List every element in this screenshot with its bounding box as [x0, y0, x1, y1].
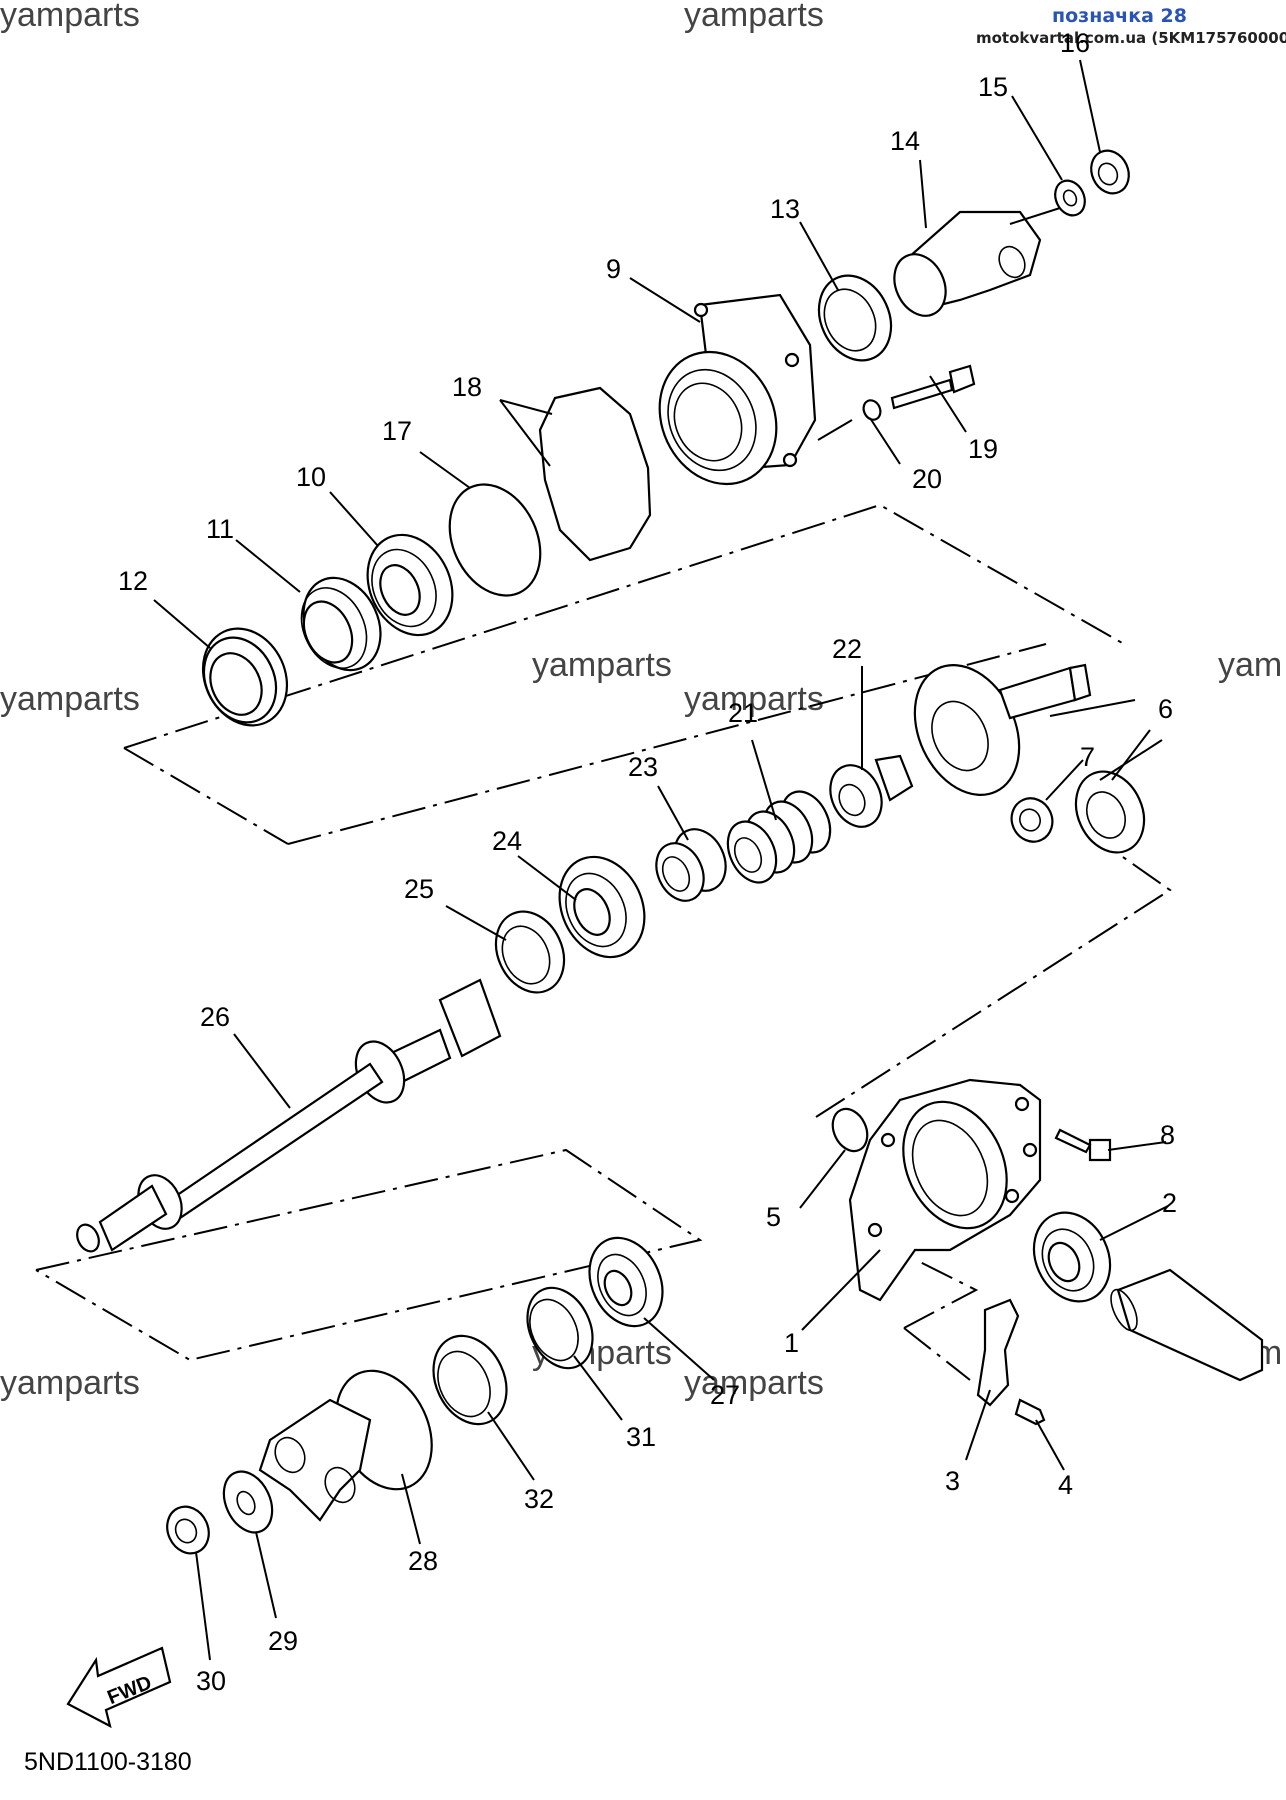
bearing-24: [558, 855, 646, 959]
assembly-frame-bracket: [903, 1261, 979, 1329]
callout-28[interactable]: 28: [408, 1546, 438, 1576]
washer-20: [862, 399, 882, 421]
coupling-gear: [1110, 1268, 1264, 1382]
callout-10[interactable]: 10: [296, 462, 326, 492]
callout-14[interactable]: 14: [890, 126, 920, 156]
washer-29: [222, 1470, 274, 1534]
bearing-2: [1032, 1211, 1112, 1303]
callout-7[interactable]: 7: [1080, 742, 1095, 772]
callout-9[interactable]: 9: [606, 254, 621, 284]
universal-joint-yoke-14: [893, 210, 1042, 317]
callout-24[interactable]: 24: [492, 826, 522, 856]
o-ring-17: [448, 483, 542, 597]
bearing-27: [588, 1236, 664, 1328]
callout-numbers: 1 2 3 4 5 6 7 8 9 10 11 12 13 14 15 16 1…: [118, 28, 1177, 1696]
callout-32[interactable]: 32: [524, 1484, 554, 1514]
callout-26[interactable]: 26: [200, 1002, 230, 1032]
assembly-frame-upper-left: [123, 747, 289, 845]
watermark: yamparts: [684, 1364, 824, 1402]
callout-13[interactable]: 13: [770, 194, 800, 224]
callout-23[interactable]: 23: [628, 752, 658, 782]
watermark-partial: yam: [1218, 646, 1282, 684]
callout-4[interactable]: 4: [1058, 1470, 1073, 1500]
assembly-frame-right: [815, 847, 1172, 1118]
callout-22[interactable]: 22: [832, 634, 862, 664]
nut-16: [1090, 149, 1130, 195]
bearing-retainer-11: [300, 576, 382, 672]
bracket-3: [976, 1298, 1020, 1407]
watermark: yamparts: [0, 680, 140, 718]
screw-4: [1014, 1398, 1046, 1426]
callout-1[interactable]: 1: [784, 1328, 799, 1358]
watermark: yamparts: [0, 1364, 140, 1402]
assembly-frame-upper-bottom: [287, 643, 1047, 845]
collar-23: [655, 828, 727, 902]
callout-17[interactable]: 17: [382, 416, 412, 446]
callout-15[interactable]: 15: [978, 72, 1008, 102]
oil-seal-25: [494, 910, 566, 994]
callout-31[interactable]: 31: [626, 1422, 656, 1452]
o-ring-5: [831, 1107, 869, 1153]
callout-8[interactable]: 8: [1160, 1120, 1175, 1150]
callout-2[interactable]: 2: [1162, 1188, 1177, 1218]
callout-19[interactable]: 19: [968, 434, 998, 464]
oil-seal-12: [201, 627, 289, 727]
callout-3[interactable]: 3: [945, 1466, 960, 1496]
leader-lines: [153, 59, 1169, 1661]
callout-29[interactable]: 29: [268, 1626, 298, 1656]
watermark: yamparts: [684, 680, 824, 718]
header-label[interactable]: позначка 28: [1052, 5, 1187, 27]
bolt-19: [890, 364, 976, 410]
spring-21: [726, 790, 832, 884]
callout-18[interactable]: 18: [452, 372, 482, 402]
bearing-10: [366, 533, 454, 637]
watermark: yamparts: [532, 646, 672, 684]
callout-20[interactable]: 20: [912, 464, 942, 494]
damper-cam-22: [829, 754, 914, 828]
callout-25[interactable]: 25: [404, 874, 434, 904]
assembly-frame-upper: [123, 503, 1125, 749]
forward-arrow-icon: FWD: [66, 1646, 172, 1729]
bolt-8: [1054, 1128, 1112, 1162]
nut-30: [166, 1505, 210, 1555]
drive-shaft-26: [76, 978, 502, 1253]
diagram-code: 5ND1100-3180: [24, 1748, 192, 1776]
callout-6[interactable]: 6: [1158, 694, 1173, 724]
callout-5[interactable]: 5: [766, 1202, 781, 1232]
nut-7: [1010, 797, 1054, 843]
assembly-frame-lower: [35, 1148, 703, 1362]
watermark: yamparts: [0, 0, 140, 34]
gear-case-1: [848, 1078, 1042, 1302]
oil-seal-13: [817, 274, 893, 362]
assembly-frame-bracket-lead: [903, 1327, 971, 1381]
gear-set-6: [913, 663, 1146, 854]
callout-27[interactable]: 27: [710, 1380, 740, 1410]
watermark: yamparts: [684, 0, 824, 34]
callout-30[interactable]: 30: [196, 1666, 226, 1696]
bearing-housing-9: [658, 293, 817, 486]
washer-15: [1054, 179, 1086, 217]
gasket-18: [538, 386, 652, 562]
callout-12[interactable]: 12: [118, 566, 148, 596]
retainer-31: [526, 1286, 594, 1370]
callout-11[interactable]: 11: [206, 514, 234, 544]
callout-21[interactable]: 21: [728, 698, 758, 728]
callout-16[interactable]: 16: [1060, 28, 1090, 58]
universal-joint-yoke-28: [258, 1369, 433, 1522]
header-site[interactable]: motokvartal.com.ua (5KM175760000): [976, 29, 1286, 47]
oil-seal-32: [432, 1334, 508, 1426]
